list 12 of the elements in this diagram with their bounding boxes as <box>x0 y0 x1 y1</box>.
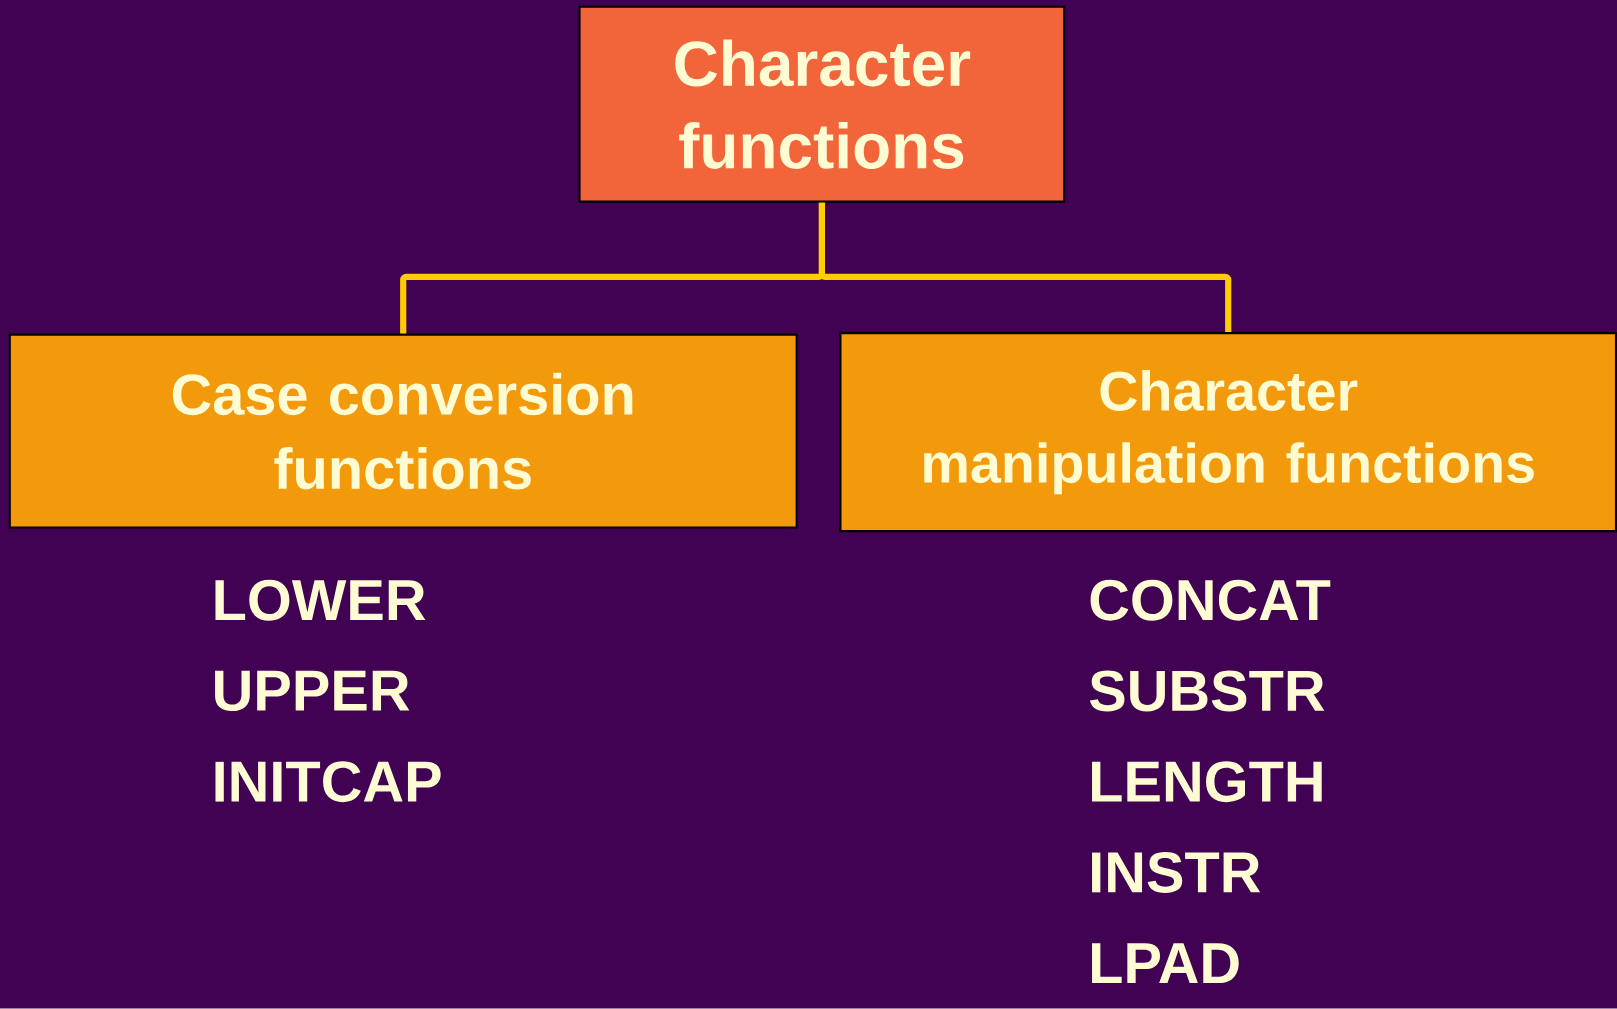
category-box: Character manipulation functions <box>839 332 1617 533</box>
function-name: INSTR <box>1092 852 1261 894</box>
function-name: UPPER <box>215 671 410 712</box>
category-box: Case conversion functions <box>8 333 798 529</box>
connector-line <box>818 202 1232 333</box>
category-box: Character functions <box>578 5 1066 203</box>
function-name: LENGTH <box>1092 761 1322 803</box>
function-name: CONCAT <box>1090 580 1331 621</box>
function-name: LPAD <box>1092 943 1239 984</box>
function-name: SUBSTR <box>1089 670 1325 712</box>
function-name: LOWER <box>215 580 426 621</box>
function-name: INITCAP <box>215 761 441 803</box>
